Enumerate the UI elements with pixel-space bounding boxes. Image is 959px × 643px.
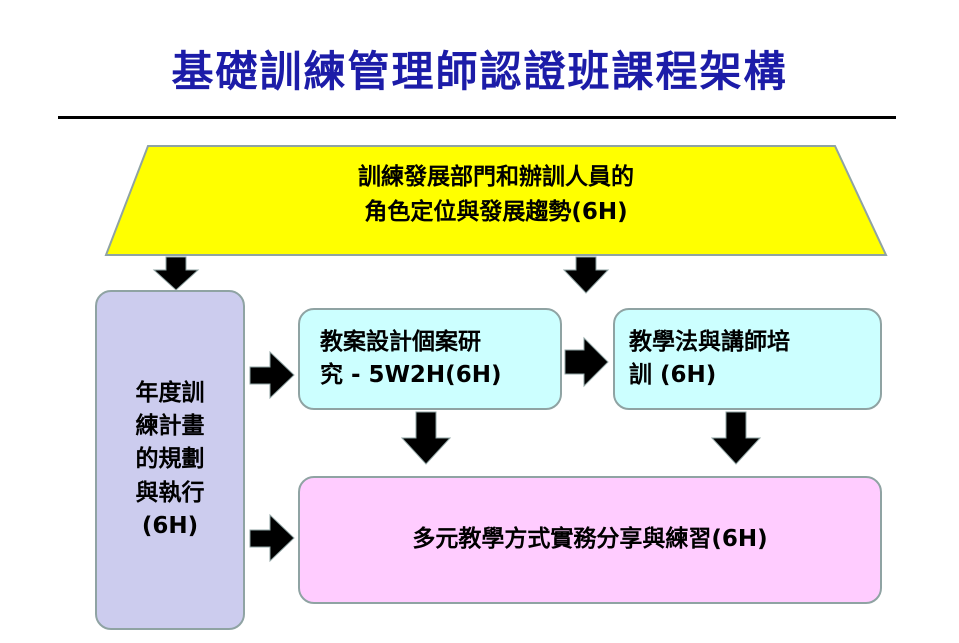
practice-label: 多元教學方式實務分享與練習(6H) (412, 526, 768, 553)
annual-line: (6H) (141, 513, 199, 540)
top-course: 訓練發展部門和辦訓人員的 角色定位與發展趨勢(6H) (106, 160, 886, 229)
annual-plan-box: 年度訓 練計畫 的規劃 與執行 (6H) (95, 290, 245, 630)
annual-line: 年度訓 (135, 379, 205, 406)
teach-line2: 訓 (6H) (629, 362, 717, 388)
case-line1: 教案設計個案研 (320, 328, 481, 355)
teach-line1: 教學法與講師培 (629, 328, 790, 355)
practice-box: 多元教學方式實務分享與練習(6H) (298, 476, 882, 604)
top-course-line2: 角色定位與發展趨勢(6H) (364, 198, 628, 225)
annual-line: 的規劃 (135, 446, 205, 473)
case-line2: 究 - 5W2H(6H) (320, 362, 502, 388)
title-divider (58, 116, 896, 119)
annual-line: 練計畫 (135, 412, 205, 439)
teaching-method-box: 教學法與講師培 訓 (6H) (613, 308, 882, 410)
top-course-line1: 訓練發展部門和辦訓人員的 (358, 164, 634, 190)
case-design-box: 教案設計個案研 究 - 5W2H(6H) (298, 308, 562, 410)
annual-line: 與執行 (135, 479, 205, 506)
page-title: 基礎訓練管理師認證班課程架構 (171, 47, 788, 96)
